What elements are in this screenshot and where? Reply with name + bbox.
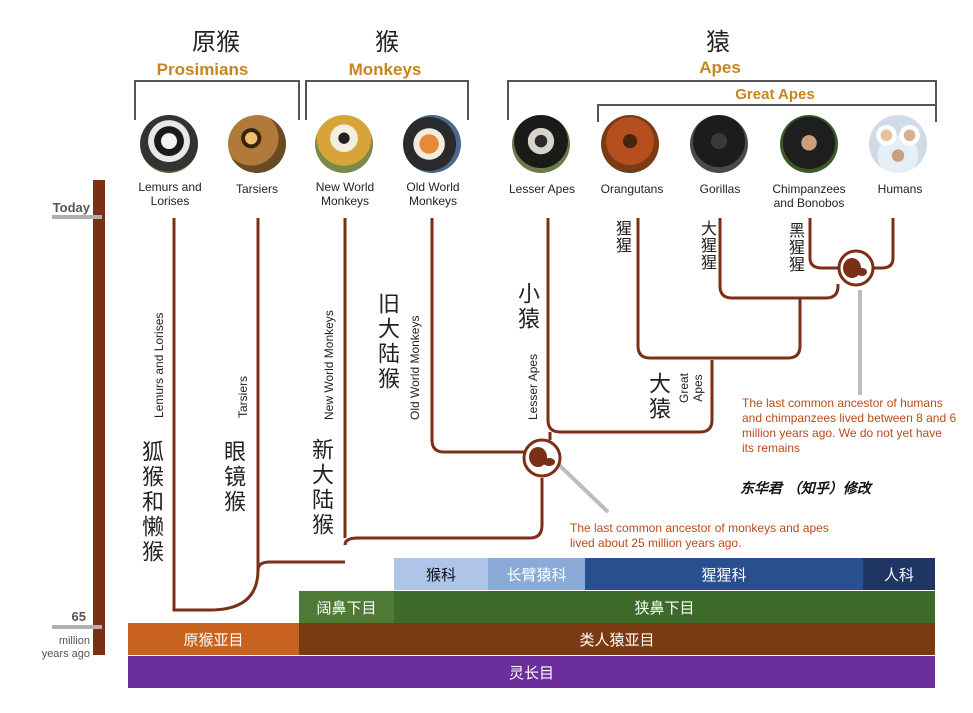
branch-lemurs-tarsiers [172, 218, 260, 612]
squirrel-monkey-photo [315, 115, 373, 173]
note-monkeys-apes: The last common ancestor of monkeys and … [570, 521, 829, 550]
note-humans-chimps: The last common ancestor of humans and c… [742, 396, 957, 455]
branch-cn-old-world: 旧大陆猴 [374, 292, 399, 392]
lemur-photo [140, 115, 198, 173]
taxon-new-world: New World Monkeys [315, 180, 375, 208]
branch-label-lesser-apes: Lesser Apes [526, 353, 540, 420]
branch-label-lemurs: Lemurs and Lorises [152, 312, 166, 418]
band-pongidae: 猩猩科 [585, 558, 863, 590]
group-apes: Apes [699, 58, 741, 77]
timescale-unit-2: years ago [41, 648, 90, 660]
heading-apes-cn: 猿 [706, 28, 730, 56]
branch-cn-new-world: 新大陆猴 [308, 438, 333, 538]
humans-photo [869, 115, 927, 173]
branch-cn-orangutans: 猩猩 [613, 220, 632, 254]
branch-root-monkeys [256, 560, 345, 571]
taxon-tarsiers: Tarsiers [235, 182, 278, 196]
taxon-lesser-apes: Lesser Apes [508, 182, 576, 196]
ancestor-head-icon [837, 249, 875, 287]
band-hominidae: 人科 [863, 558, 935, 590]
branch-cn-gorillas: 大猩猩 [698, 220, 717, 271]
branch-cn-tarsiers: 眼镜猴 [220, 440, 245, 515]
branch-catarrhine [343, 478, 544, 546]
timescale-value: 65 [71, 609, 86, 624]
taxon-humans: Humans [877, 182, 923, 196]
branch-cn-lemurs: 狐猴和懒猴 [138, 440, 163, 565]
orangutan-photo [601, 115, 659, 173]
branch-chimps [808, 218, 842, 270]
group-prosimians: Prosimians [156, 60, 249, 79]
heading-prosimians-cn: 原猴 [192, 28, 240, 56]
chimpanzee-photo [780, 115, 838, 173]
bracket-prosimians [134, 80, 300, 120]
band-cercopithecidae: 猴科 [394, 558, 488, 590]
branch-lesser-apes [546, 218, 714, 434]
sixty-five-tick [52, 625, 102, 629]
band-anthropoidea: 类人猿亚目 [299, 623, 935, 655]
branch-label-great-apes: Great Apes [677, 373, 705, 404]
group-monkeys: Monkeys [348, 60, 422, 79]
taxon-orangutans: Orangutans [600, 182, 664, 196]
bracket-apes [507, 80, 937, 120]
branch-humans [870, 218, 895, 270]
bracket-monkeys [305, 80, 469, 120]
today-tick [52, 215, 102, 219]
heading-monkeys-cn: 猴 [375, 28, 399, 56]
taxon-lemurs: Lemurs and Lorises [138, 180, 202, 208]
tree-branches [172, 218, 895, 612]
gibbon-photo [512, 115, 570, 173]
timescale-bar [93, 180, 105, 655]
tarsier-photo [228, 115, 286, 173]
branch-cn-chimps: 黑猩猩 [786, 222, 805, 273]
branch-label-old-world: Old World Monkeys [408, 315, 422, 420]
pointer-monkeys-apes [554, 460, 610, 514]
band-primates: 灵长目 [128, 656, 935, 688]
branch-orangutans [636, 218, 802, 360]
langur-photo [403, 115, 461, 173]
band-prosimii: 原猴亚目 [128, 623, 299, 655]
credit-text: 东华君 （知乎）修改 [740, 481, 871, 497]
branch-cn-great-apes: 大猿 [645, 372, 670, 422]
bracket-great-apes [597, 104, 937, 122]
timescale-unit-1: million [58, 635, 90, 647]
ancestor-head-icon [522, 438, 562, 478]
branch-gorillas [718, 218, 840, 300]
band-platyrrhini: 阔鼻下目 [299, 591, 394, 623]
taxon-old-world: Old World Monkeys [406, 180, 460, 208]
band-hylobatidae: 长臂猿科 [488, 558, 585, 590]
today-label: Today [52, 200, 90, 215]
branch-label-new-world: New World Monkeys [322, 310, 336, 420]
gorilla-photo [690, 115, 748, 173]
branch-cn-lesser-apes: 小猿 [514, 282, 539, 332]
taxon-gorillas: Gorillas [699, 182, 741, 196]
band-catarrhini: 狭鼻下目 [394, 591, 935, 623]
branch-old-world [430, 218, 528, 454]
taxon-chimps: Chimpanzees and Bonobos [772, 182, 846, 210]
branch-label-tarsiers: Tarsiers [236, 375, 250, 418]
group-great-apes: Great Apes [735, 86, 815, 103]
